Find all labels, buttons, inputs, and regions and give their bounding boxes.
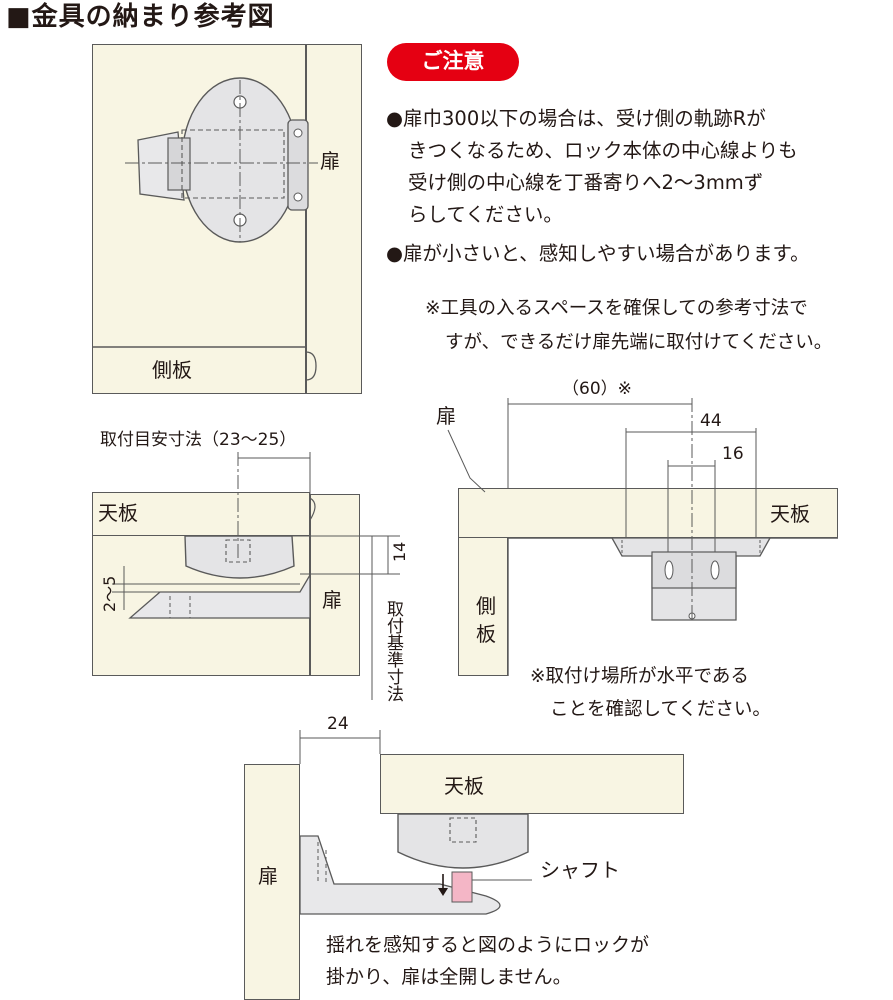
- dimension-16-label: 16: [722, 444, 744, 464]
- dimension-44-label: 44: [700, 411, 722, 431]
- door-label: 扉: [258, 864, 278, 888]
- page-title: ■金具の納まり参考図: [6, 2, 275, 32]
- top-panel-label: 天板: [98, 501, 138, 525]
- side-panel-label-2: 板: [476, 622, 496, 646]
- door-panel: [244, 764, 300, 1000]
- tool-note-line: すが、できるだけ扉先端に取付けてください。: [445, 332, 833, 353]
- reference-dimension-label: 取付基準寸法: [383, 600, 403, 702]
- dimension-24-label: 24: [327, 714, 349, 734]
- shaft-label: シャフト: [540, 858, 620, 882]
- note-line: きつくなるため、ロック本体の中心線よりも: [408, 139, 798, 162]
- side-panel-label: 側板: [152, 358, 192, 382]
- door-label: 扉: [320, 149, 340, 173]
- tool-note-line: ※工具の入るスペースを確保しての参考寸法で: [425, 298, 808, 319]
- top-panel-label: 天板: [444, 774, 484, 798]
- top-panel: [380, 754, 684, 814]
- side-panel-label-1: 側: [476, 594, 496, 618]
- caution-badge: ご注意: [387, 43, 519, 81]
- top-panel-label: 天板: [770, 502, 810, 526]
- note-line: ●扉巾300以下の場合は、受け側の軌跡Rが: [386, 107, 766, 130]
- dimension-60-label: （60）※: [562, 379, 632, 399]
- level-note-line: ※取付け場所が水平である: [530, 666, 749, 687]
- door-panel: [310, 494, 360, 676]
- level-note-line: ことを確認してください。: [550, 699, 771, 720]
- note-line: ●扉が小さいと、感知しやすい場合があります。: [386, 242, 810, 265]
- top-panel: [458, 488, 838, 538]
- note-line: らしてください。: [408, 203, 563, 226]
- door-label: 扉: [436, 404, 456, 428]
- door-label: 扉: [322, 588, 342, 612]
- caution-badge-label: ご注意: [421, 49, 485, 73]
- door-panel: [306, 44, 362, 394]
- note-line: 受け側の中心線を丁番寄りへ2〜3mmず: [408, 171, 764, 194]
- guide-dimension-label: 取付目安寸法（23〜25）: [100, 430, 297, 450]
- locked-caption-line: 掛かり、扉は全開しません。: [326, 966, 572, 988]
- locked-caption-line: 揺れを感知すると図のようにロックが: [326, 934, 650, 956]
